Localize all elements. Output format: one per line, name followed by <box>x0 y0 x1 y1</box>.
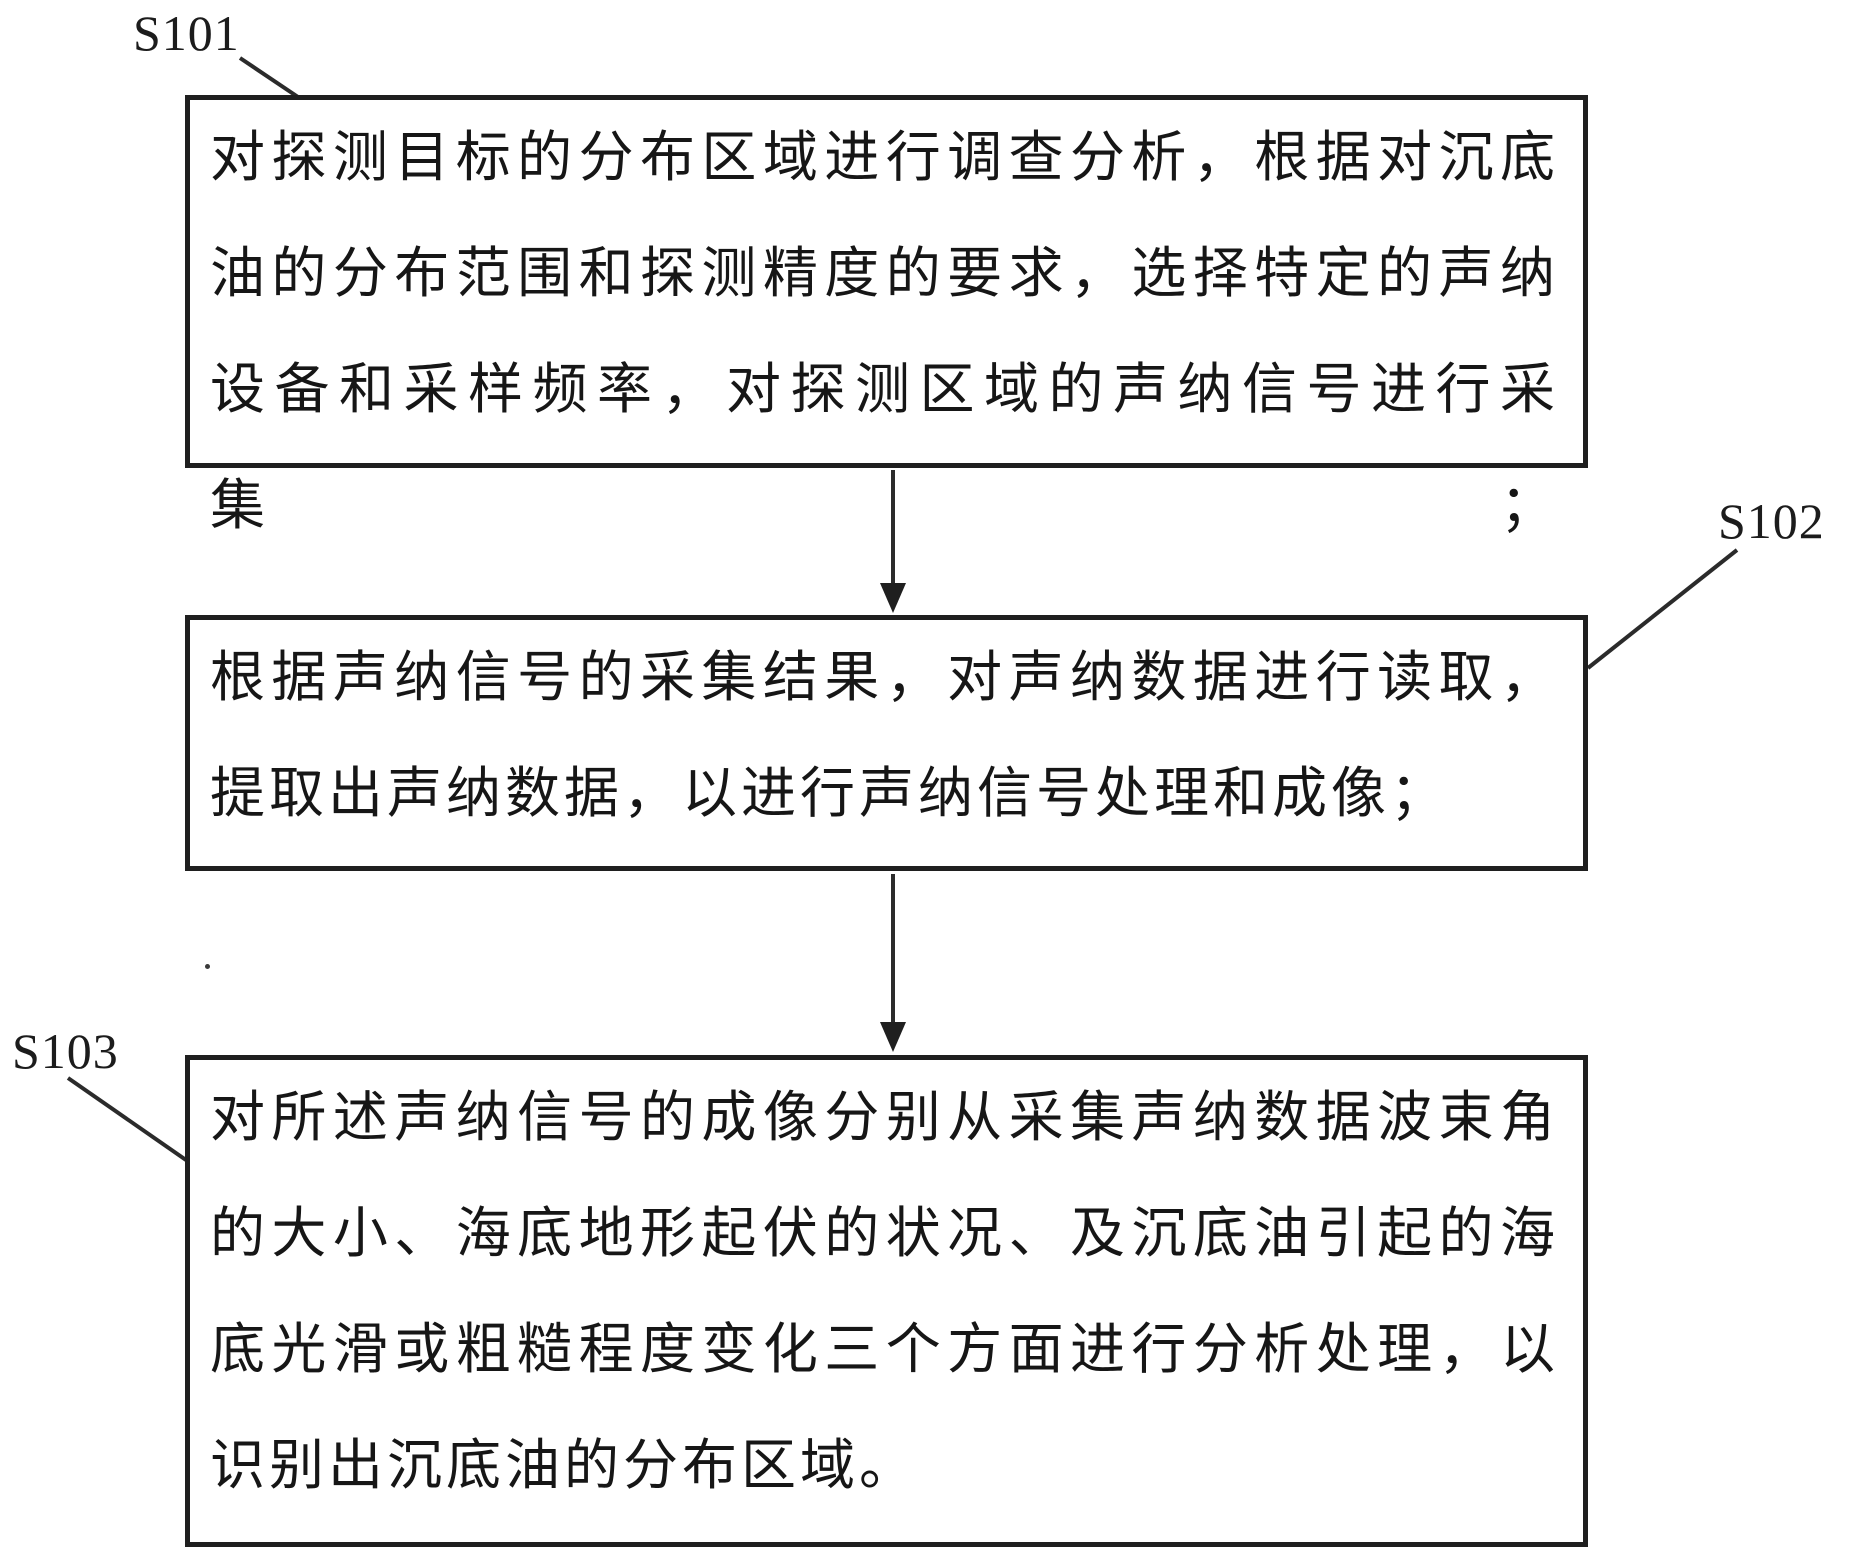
step-box-s101: 对探测目标的分布区域进行调查分析，根据对沉底 油的分布范围和探测精度的要求，选择… <box>185 95 1588 536</box>
step-box-s103: 对所述声纳信号的成像分别从采集声纳数据波束角 的大小、海底地形起伏的状况、及沉底… <box>185 1055 1588 1547</box>
step-text-line: 底光滑或粗糙程度变化三个方面进行分析处理，以 <box>210 1319 1559 1380</box>
leader-line-s102 <box>1586 548 1739 670</box>
arrow-down-icon <box>880 874 906 1052</box>
leader-line-s101 <box>238 56 300 99</box>
step-text-line: 对探测目标的分布区域进行调查分析，根据对沉底 <box>210 127 1559 188</box>
step-text-line: 油的分布范围和探测精度的要求，选择特定的声纳 <box>210 243 1559 304</box>
step-text-line: 的大小、海底地形起伏的状况、及沉底油引起的海 <box>210 1203 1559 1264</box>
step-text-line: 识别出沉底油的分布区域。 <box>210 1435 919 1496</box>
step-label-s101: S101 <box>133 5 240 61</box>
step-text-line: 对所述声纳信号的成像分别从采集声纳数据波束角 <box>210 1087 1559 1148</box>
scan-artifact-dot <box>205 964 210 969</box>
step-label-s103: S103 <box>12 1023 119 1079</box>
step-text-line: 设备和采样频率，对探测区域的声纳信号进行采集； <box>210 359 1559 536</box>
step-label-s102: S102 <box>1718 493 1825 549</box>
leader-line-s103 <box>66 1076 188 1162</box>
step-text-line: 提取出声纳数据，以进行声纳信号处理和成像； <box>210 763 1450 824</box>
step-box-s102: 根据声纳信号的采集结果，对声纳数据进行读取， 提取出声纳数据，以进行声纳信号处理… <box>185 615 1588 871</box>
step-text-line: 根据声纳信号的采集结果，对声纳数据进行读取， <box>210 647 1559 708</box>
